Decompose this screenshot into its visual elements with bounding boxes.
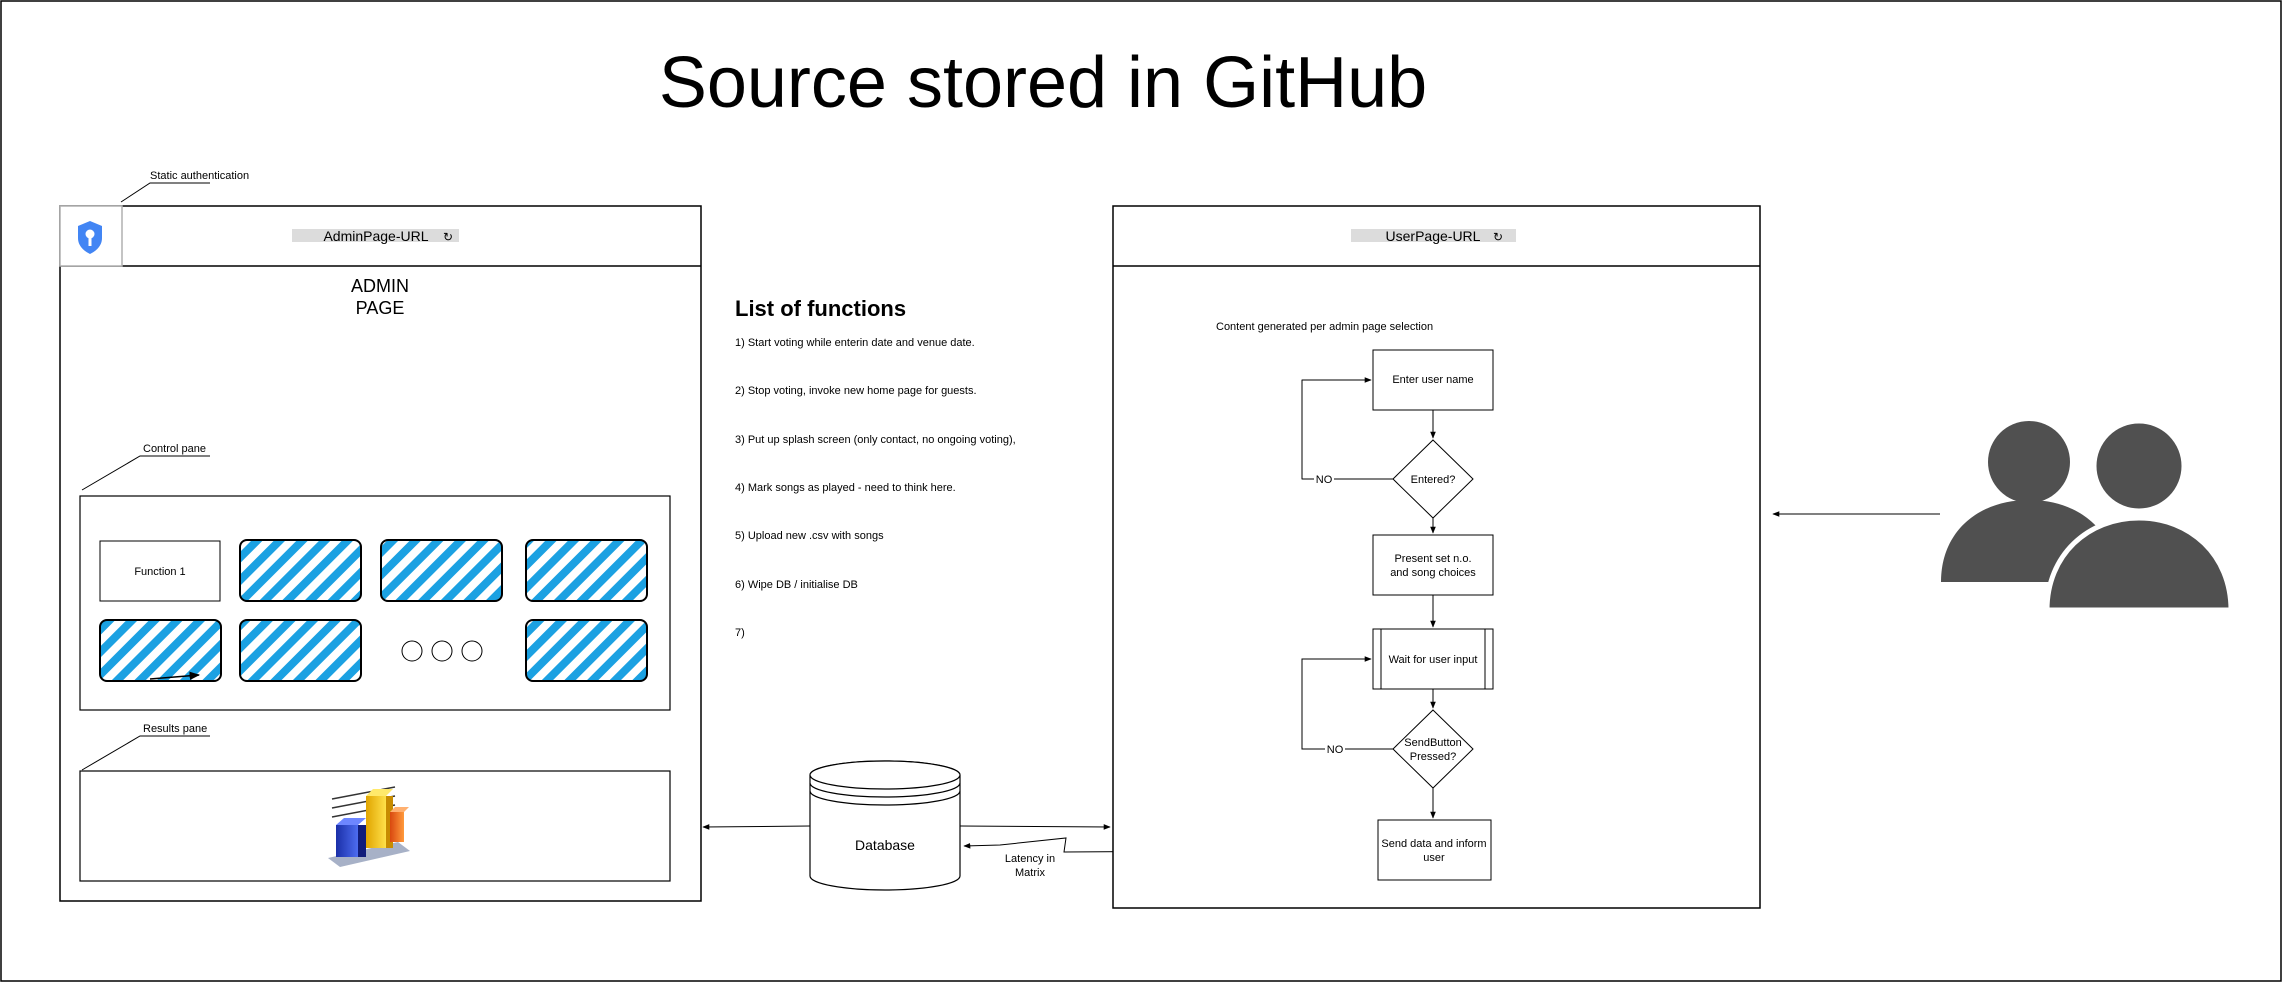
wait-input-box [1372, 628, 1494, 690]
function-1-label: Function 1 [134, 566, 185, 578]
function-item-1: 1) Start voting while enterin date and v… [735, 337, 975, 349]
send-pressed-label-2: Pressed? [1410, 751, 1456, 763]
function-1-button[interactable] [99, 540, 221, 602]
function-button-4[interactable] [525, 539, 648, 602]
database-ring-2 [809, 790, 961, 806]
enter-user-name-label: Enter user name [1392, 374, 1473, 386]
enter-user-name-box [1372, 349, 1494, 411]
admin-page-title-2: PAGE [356, 298, 405, 318]
ellipsis-dot-3 [461, 640, 483, 662]
latency-label-2: Matrix [1015, 867, 1045, 879]
wait-input-label: Wait for user input [1389, 654, 1478, 666]
database-ring-1 [809, 782, 961, 798]
user-page: UserPage-URL ↻ Content generated per adm… [1112, 205, 1761, 909]
function-item-4: 4) Mark songs as played - need to think … [735, 482, 956, 494]
results-pane-callout [81, 735, 210, 771]
entered-label: Entered? [1411, 474, 1456, 486]
auth-label: Static authentication [150, 170, 249, 182]
function-item-6: 6) Wipe DB / initialise DB [735, 579, 858, 591]
bar-chart-icon [328, 786, 410, 867]
ellipsis-dot-2 [431, 640, 453, 662]
function-item-7: 7) [735, 627, 745, 639]
function-button-6[interactable] [239, 619, 362, 682]
admin-url-bar[interactable] [292, 229, 459, 242]
function-button-5[interactable] [99, 619, 222, 682]
function-button-7[interactable] [525, 619, 648, 682]
database: Database [809, 760, 961, 891]
auth-callout-line [120, 182, 210, 203]
function-item-3: 3) Put up splash screen (only contact, n… [735, 434, 1016, 446]
database-top [809, 760, 961, 790]
function-button-2[interactable] [239, 539, 362, 602]
users-icon [1941, 418, 2234, 613]
function-item-2: 2) Stop voting, invoke new home page for… [735, 385, 977, 397]
db-to-user-arrow [959, 824, 1111, 830]
shield-key-stem [88, 237, 92, 246]
latency-label-1: Latency in [1005, 853, 1055, 865]
db-to-admin-arrow [702, 824, 811, 830]
send-data-box [1377, 819, 1492, 881]
no-label-bg-1 [1314, 472, 1334, 486]
entered-no-loop [1301, 377, 1393, 480]
content-note: Content generated per admin page selecti… [1216, 321, 1433, 333]
entered-no-label: NO [1316, 474, 1333, 486]
send-no-label: NO [1327, 744, 1344, 756]
user-url-bar[interactable] [1351, 229, 1516, 242]
database-label: Database [855, 837, 915, 853]
sketch-arrow [149, 671, 201, 680]
results-pane-label: Results pane [143, 723, 207, 735]
admin-page-title-1: ADMIN [351, 276, 409, 296]
shield-key-hole [85, 229, 95, 239]
functions-heading: List of functions [735, 296, 906, 321]
send-no-loop [1301, 656, 1393, 750]
no-label-bg-2 [1325, 742, 1345, 756]
function-button-3[interactable] [380, 539, 503, 602]
user-url-text: UserPage-URL [1386, 228, 1481, 244]
function-item-5: 5) Upload new .csv with songs [735, 530, 884, 542]
user-reload-icon[interactable]: ↻ [1493, 230, 1503, 244]
present-choices-box [1372, 534, 1494, 596]
control-pane-callout [81, 455, 210, 491]
admin-reload-icon[interactable]: ↻ [443, 230, 453, 244]
ellipsis-dot-1 [401, 640, 423, 662]
admin-url-text: AdminPage-URL [323, 228, 428, 244]
control-pane-label: Control pane [143, 443, 206, 455]
send-data-label-2: user [1423, 852, 1445, 864]
send-pressed-label-1: SendButton [1404, 737, 1462, 749]
admin-page: AdminPage-URL ↻ Static authentication AD… [59, 170, 702, 902]
present-choices-label-1: Present set n.o. [1394, 553, 1471, 565]
functions-list: List of functions 1) Start voting while … [735, 296, 1016, 639]
send-data-label-1: Send data and inform [1381, 838, 1486, 850]
present-choices-label-2: and song choices [1390, 567, 1476, 579]
page-title: Source stored in GitHub [659, 43, 1427, 123]
